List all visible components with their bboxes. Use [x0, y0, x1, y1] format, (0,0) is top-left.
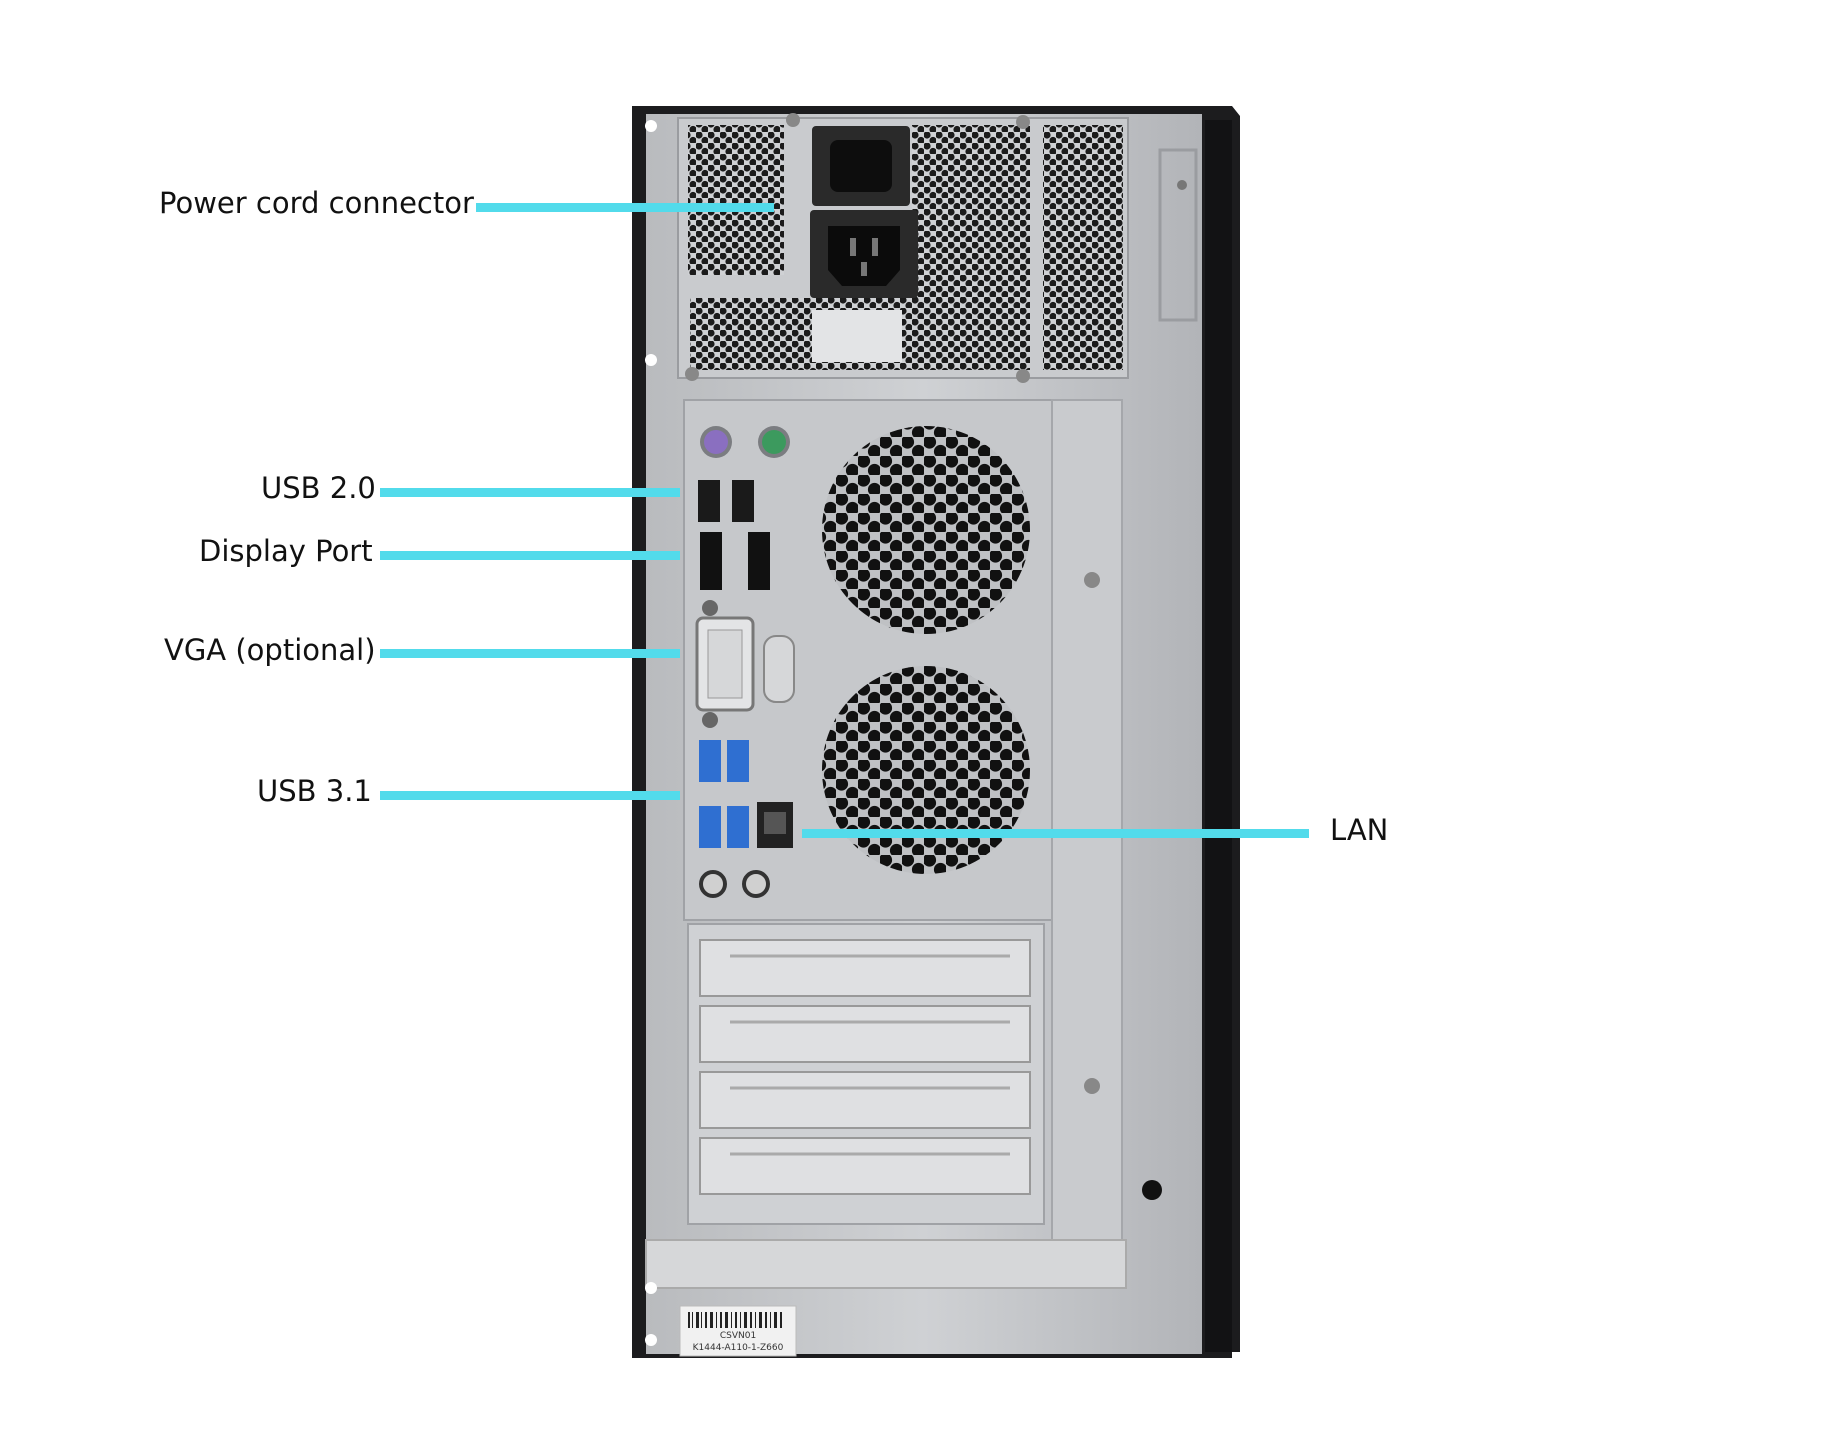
- usb2-port: [698, 480, 720, 522]
- leader-line-power: [476, 203, 774, 212]
- label-usb2: USB 2.0: [261, 471, 376, 505]
- fan-upper: [822, 426, 1030, 634]
- leader-line-lan: [802, 829, 1309, 838]
- side-slot: [1158, 148, 1198, 322]
- leader-line-displayport: [380, 551, 680, 560]
- power-cord-connector-socket: [828, 226, 900, 286]
- leader-line-vga: [380, 649, 680, 658]
- label-lan: LAN: [1330, 813, 1389, 847]
- power-supply-unit: [677, 113, 1129, 383]
- barcode-lines: [688, 1312, 782, 1328]
- expansion-slots: [687, 923, 1045, 1225]
- displayport-port: [700, 532, 722, 590]
- leader-line-usb31: [380, 791, 680, 800]
- label-vga-optional: VGA (optional): [164, 633, 376, 667]
- usb31-port: [699, 740, 721, 782]
- label-usb31: USB 3.1: [257, 774, 372, 808]
- barcode-text-line2: K1444-A110-1-Z660: [693, 1343, 784, 1353]
- label-display-port: Display Port: [199, 534, 373, 568]
- label-power-cord-connector: Power cord connector: [159, 186, 474, 220]
- leader-line-usb2: [380, 488, 680, 497]
- barcode-text-line1: CSVN01: [720, 1331, 756, 1341]
- fan-lower: [822, 666, 1030, 874]
